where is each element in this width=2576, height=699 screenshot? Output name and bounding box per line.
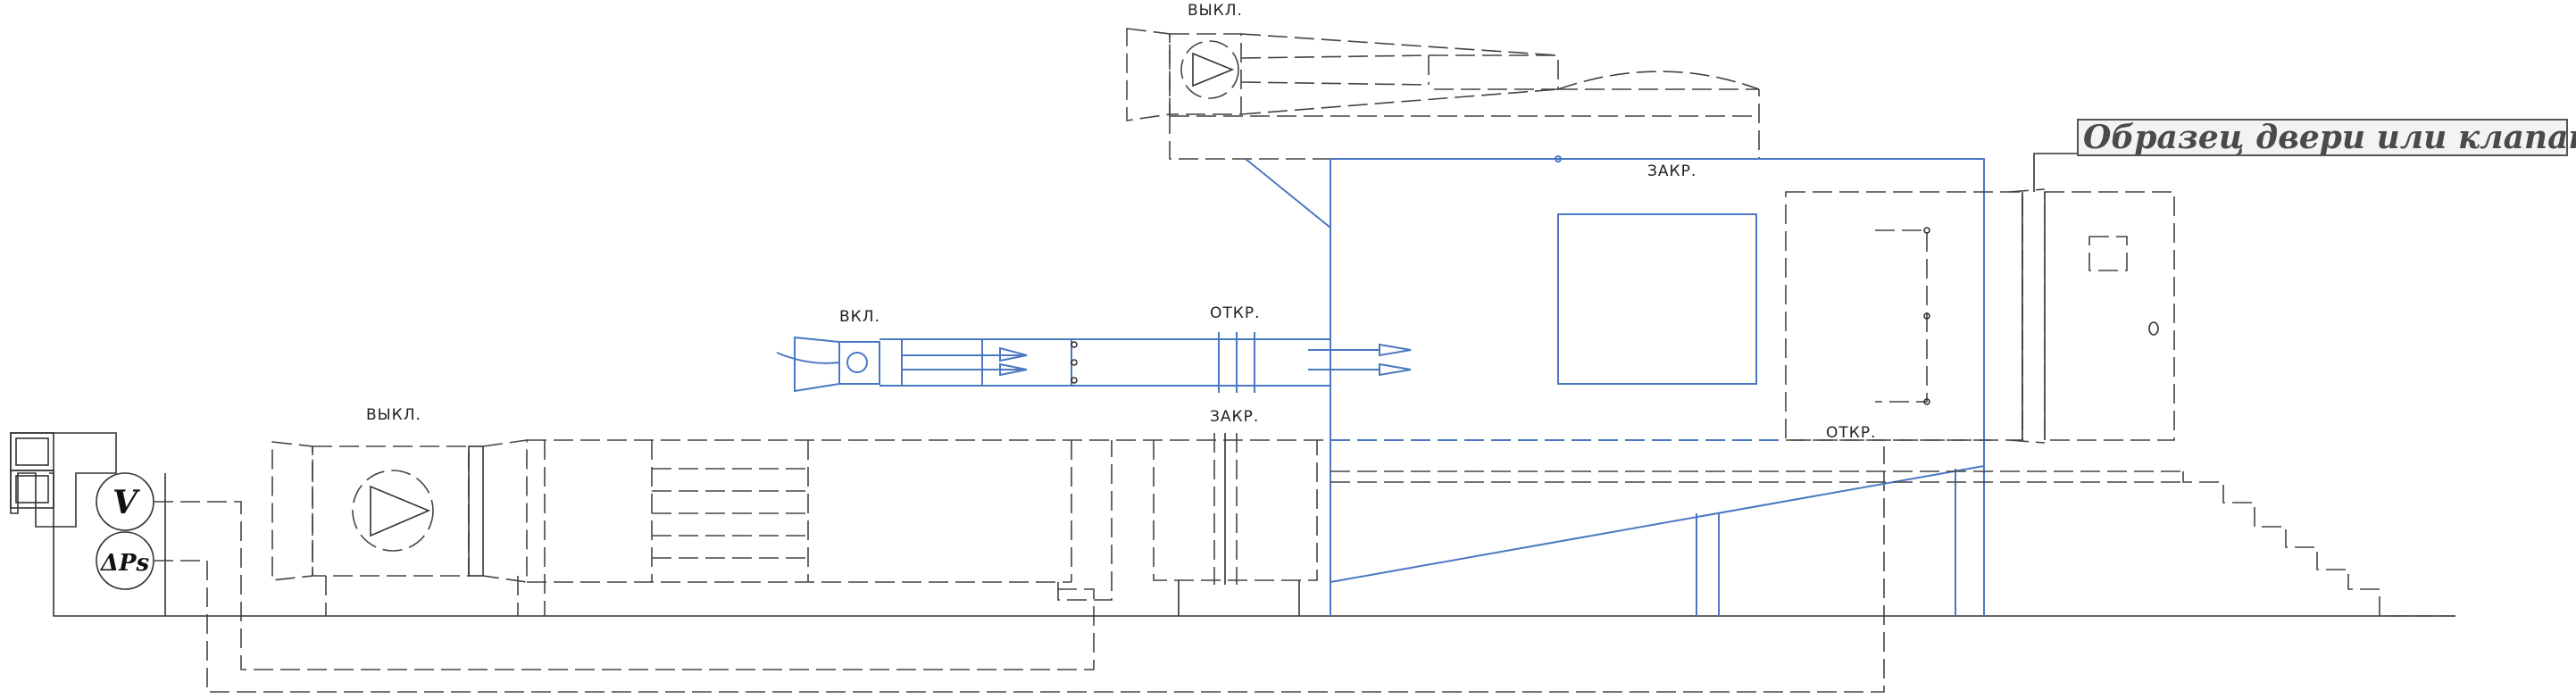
small-fan-impeller-icon: [846, 352, 868, 373]
small-duct-sections: [901, 339, 1072, 386]
top-damper-blade: [1557, 71, 1760, 90]
top-damper-state: ЗАКР.: [1647, 162, 1696, 180]
main-fan-state: ВЫКЛ.: [366, 406, 421, 424]
chamber-post-left: [1696, 513, 1720, 616]
panel-screen-top: [15, 437, 49, 466]
diagram-title: Образец двери или клапана: [2083, 119, 2576, 156]
door-seal: [2008, 188, 2046, 444]
top-fan-inlet: [1126, 28, 1171, 121]
top-fan-housing: [1169, 33, 1242, 115]
top-fan-blade-icon: [1192, 52, 1235, 87]
door-hinge-line: [1875, 229, 1928, 403]
top-duct-box: [1169, 88, 1760, 160]
middle-damper: ЗАКР.: [1153, 408, 1318, 616]
title-leader-line: [2033, 153, 2080, 192]
pressure-meter-label: ΔPs: [99, 550, 150, 577]
stair-steps: [2182, 471, 2455, 617]
fan-supports: [325, 576, 519, 616]
small-duct: [880, 338, 1330, 387]
lower-run: [1330, 470, 2455, 617]
small-fan-state: ВКЛ.: [839, 308, 880, 326]
small-fan-unit: ВКЛ. ОТКР.: [776, 304, 1412, 393]
door-sample: [2044, 191, 2175, 441]
top-duct-nozzle: [1240, 54, 1430, 86]
duct-joint: [1057, 440, 1113, 601]
panel-slot-bottom: [10, 470, 54, 509]
small-fan-inlet-arrow: [776, 352, 840, 364]
top-fan-unit: ВЫКЛ.: [1126, 2, 1760, 160]
chamber-top-right: [1330, 158, 1985, 616]
main-fan-unit: ВЫКЛ.: [271, 406, 528, 616]
observation-window: [1557, 213, 1757, 385]
title-frame: [2077, 119, 2568, 156]
main-duct: [527, 439, 1991, 616]
fan-diffuser: [482, 439, 528, 583]
small-duct-straightener: [902, 354, 1027, 370]
flow-meter-label: V: [113, 484, 140, 521]
middle-damper-blade: [1213, 433, 1238, 585]
pressure-signal-line: [154, 446, 1885, 693]
door-jamb: [2022, 192, 2046, 440]
top-fan-state: ВЫКЛ.: [1188, 2, 1243, 20]
middle-damper-state: ЗАКР.: [1210, 408, 1259, 426]
chamber-ramp: [1330, 465, 1985, 583]
chamber-brace: [1245, 158, 1331, 229]
door-opening: [1785, 191, 2023, 441]
fan-inlet-cone: [271, 441, 313, 581]
panel-screen-bottom: [15, 475, 49, 503]
door-vent-icon: [2088, 236, 2128, 271]
middle-damper-legs: [1178, 580, 1300, 616]
small-fan-inlet: [794, 336, 840, 393]
top-duct-taper: [1240, 33, 1559, 115]
title-box: Образец двери или клапана: [2077, 119, 2576, 156]
control-panel: V ΔPs: [10, 432, 166, 617]
small-outlet-arrows: [1379, 343, 1412, 377]
door-state: ОТКР.: [1826, 424, 1877, 442]
small-duct-arrows: [999, 346, 1028, 377]
panel-base: [49, 472, 166, 617]
small-damper-state: ОТКР.: [1210, 304, 1261, 322]
test-chamber: ЗАКР.: [1245, 155, 1985, 616]
flow-straightener: [652, 468, 808, 559]
duct-ends: [544, 440, 1072, 616]
door-assembly: ОТКР.: [1785, 153, 2175, 444]
top-fan-impeller-icon: [1180, 40, 1239, 99]
small-fan-housing: [838, 341, 880, 385]
filter-mesh: [468, 445, 484, 577]
fan-housing: [312, 445, 470, 577]
duct-section: [651, 440, 809, 582]
middle-damper-frame: [1153, 440, 1318, 581]
small-outlet-flow: [1308, 349, 1380, 370]
small-damper: [1218, 332, 1255, 393]
lower-duct-lines: [1330, 470, 2183, 483]
panel-cabinet: [10, 432, 117, 528]
fan-blade-icon: [370, 485, 431, 537]
fan-impeller-icon: [352, 470, 434, 552]
door-handle-icon: [2148, 321, 2159, 336]
top-duct-straight: [1429, 54, 1559, 90]
flow-signal-line: [154, 501, 1095, 670]
